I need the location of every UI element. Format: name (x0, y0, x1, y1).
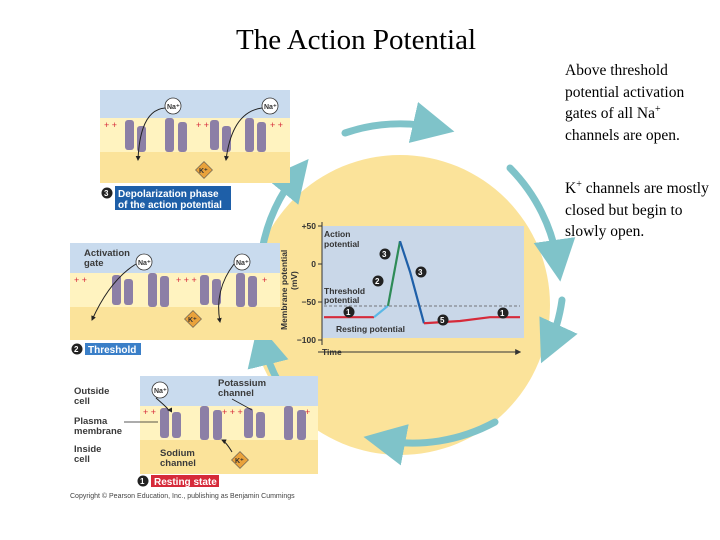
superscript: + (654, 103, 661, 115)
inside-cell-label: Inside (74, 444, 101, 455)
potential-curve-segment (398, 240, 426, 324)
activation-gate-label: Activation (84, 248, 130, 259)
caption-threshold: Threshold (88, 345, 136, 356)
caption-line: of the action potential (118, 200, 222, 211)
plasma-membrane-label: membrane (74, 426, 122, 437)
ion-na-label: Na⁺ (236, 260, 249, 267)
sodium-channel-label: Sodium (160, 448, 195, 459)
y-tick-label: −50 (302, 297, 317, 307)
potential-curve-segment (386, 240, 402, 307)
graph-marker: 3 (379, 248, 391, 260)
y-axis-label: Membrane potential (279, 250, 289, 330)
copyright-text: Copyright © Pearson Education, Inc., pub… (70, 492, 295, 500)
graph-marker: 3 (415, 266, 427, 278)
inside-cell-label: cell (74, 454, 90, 465)
svg-text:+ +: + + (104, 120, 117, 130)
ion-na-label: Na⁺ (154, 388, 167, 395)
ion-k-label: K⁺ (199, 168, 208, 175)
text-part: channels are mostly closed but begin to … (565, 180, 709, 240)
y-tick-label: 0 (311, 259, 316, 269)
marker-number: 2 (375, 277, 380, 286)
y-tick-label: +50 (302, 221, 317, 231)
graph-marker: 1 (343, 306, 355, 318)
panel-resting: + + + + + + Outside cell Plasma membrane I… (74, 376, 318, 488)
svg-text:+ +: + + (74, 275, 87, 285)
explanation-text-1: Above threshold potential activation gat… (565, 60, 715, 146)
svg-text:+ + +: + + + (222, 407, 243, 417)
superscript: + (576, 178, 582, 190)
panel-depolarization: + + + + + + Na⁺ Na⁺ K⁺ 3 Depolarization ph… (100, 90, 290, 211)
caption-line: Depolarization phase (118, 189, 219, 200)
ion-na-label: Na⁺ (264, 104, 277, 111)
action-potential-label: potential (324, 239, 359, 249)
step-number: 1 (140, 477, 145, 486)
panel-threshold: + + + + + + Activation gate Na⁺ Na⁺ K⁺ 2 T… (70, 243, 280, 356)
potential-curve-segment (373, 304, 389, 319)
slide-title: The Action Potential (236, 24, 477, 56)
potassium-channel-label: Potassium (218, 378, 266, 389)
threshold-label: potential (324, 295, 359, 305)
ion-k-label: K⁺ (235, 458, 244, 465)
explanation-text-2: K+ channels are mostly closed but begin … (565, 178, 715, 243)
svg-text:+ +: + + (270, 120, 283, 130)
resting-potential-label: Resting potential (336, 324, 405, 334)
potassium-channel-label: channel (218, 388, 254, 399)
svg-text:+: + (305, 407, 310, 417)
outside-cell-label: Outside (74, 386, 109, 397)
step-number: 2 (74, 345, 79, 354)
text-part: K (565, 180, 577, 197)
caption-resting: Resting state (154, 477, 217, 488)
ion-na-label: Na⁺ (138, 260, 151, 267)
y-axis-unit: (mV) (289, 271, 299, 290)
outside-cell-label: cell (74, 396, 90, 407)
marker-number: 3 (418, 268, 423, 277)
threshold-label: Threshold (324, 286, 365, 296)
marker-number: 5 (440, 316, 445, 325)
svg-text:+: + (262, 275, 267, 285)
svg-text:+ +: + + (196, 120, 209, 130)
marker-number: 3 (382, 250, 387, 259)
ion-k-label: K⁺ (188, 317, 197, 324)
action-potential-label: Action (324, 229, 350, 239)
x-axis-label: Time (322, 347, 342, 357)
sodium-channel-label: channel (160, 458, 196, 469)
text-part: channels are open. (565, 126, 680, 144)
plasma-membrane-label: Plasma (74, 416, 108, 427)
svg-text:+ + +: + + + (176, 275, 197, 285)
step-number: 3 (104, 189, 109, 198)
marker-number: 1 (346, 308, 351, 317)
marker-number: 1 (500, 309, 505, 318)
graph-marker: 1 (497, 307, 509, 319)
graph-marker: 2 (372, 275, 384, 287)
membrane-potential-graph: +50 0 −50 −100 Membrane potential (mV) Time… (279, 221, 524, 357)
svg-text:+ +: + + (143, 407, 156, 417)
activation-gate-label: gate (84, 258, 104, 269)
y-tick-label: −100 (297, 335, 316, 345)
graph-marker: 5 (437, 314, 449, 326)
text-part: Above threshold potential activation gat… (565, 62, 685, 122)
ion-na-label: Na⁺ (167, 104, 180, 111)
